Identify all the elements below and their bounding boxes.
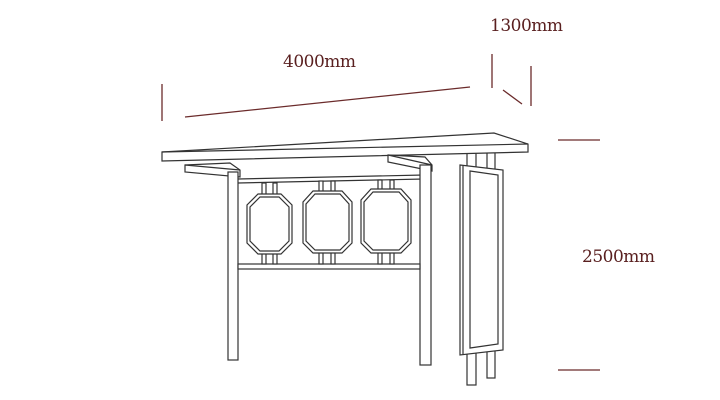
octagon-panel-3 — [360, 188, 412, 254]
length-label: 4000mm — [283, 52, 356, 72]
depth-label: 1300mm — [490, 16, 563, 36]
right-post — [419, 164, 432, 366]
dimension-lines — [161, 54, 600, 371]
side-board — [459, 164, 504, 356]
octagon-panel-2 — [302, 190, 353, 254]
bottom-rail — [237, 263, 421, 270]
octagon-panel-1 — [246, 193, 293, 255]
shelter-structure — [161, 132, 529, 386]
roof-slab — [161, 132, 529, 162]
height-label: 2500mm — [582, 247, 655, 267]
length-dimension-line — [184, 86, 471, 118]
left-post — [227, 171, 239, 361]
depth-dimension-line — [502, 89, 523, 105]
